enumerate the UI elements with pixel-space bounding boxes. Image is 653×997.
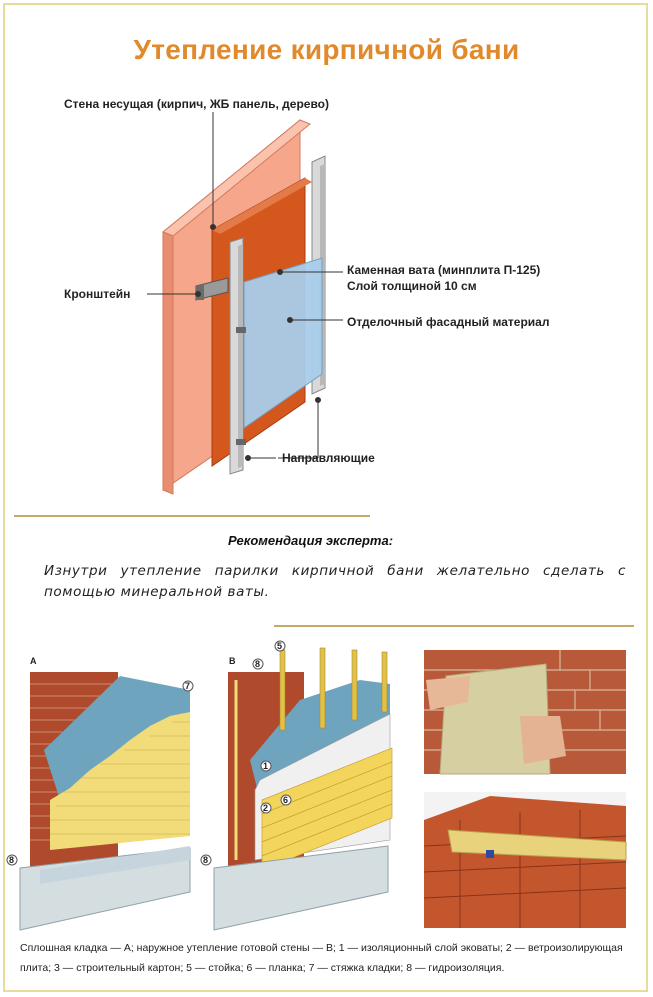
figure-b: B 8 5 1 2 6 8 [200, 640, 393, 931]
page-frame [3, 3, 648, 992]
label-facade: Отделочный фасадный материал [347, 315, 550, 329]
photo-block-wall [423, 792, 627, 928]
figure-b-tag: 8 [255, 659, 260, 669]
page-title: Утепление кирпичной бани [133, 34, 520, 65]
figure-b-tag: 2 [263, 803, 268, 813]
divider [274, 625, 634, 627]
figure-a-tag: 8 [9, 855, 14, 865]
figure-b-tag: 6 [283, 795, 288, 805]
recommendation-heading: Рекомендация эксперта: [228, 533, 394, 548]
figure-b-tag: 5 [277, 641, 282, 651]
label-wall: Стена несущая (кирпич, ЖБ панель, дерево… [64, 97, 329, 111]
photo-installing-wool [424, 650, 626, 775]
facade-panel [243, 257, 323, 429]
figure-b-tag: 8 [203, 855, 208, 865]
figure-b-letter: B [229, 656, 236, 666]
label-guides: Направляющие [282, 451, 375, 465]
divider [14, 515, 370, 517]
clip [236, 327, 246, 333]
label-wool-thickness: Слой толщиной 10 см [347, 279, 477, 293]
label-bracket: Кронштейн [64, 287, 131, 301]
figure-a-letter: A [30, 656, 37, 666]
figure-a-tag: 7 [185, 681, 190, 691]
clip [236, 439, 246, 445]
leader-lines [147, 112, 343, 461]
label-mineral-wool: Каменная вата (минплита П-125) [347, 263, 541, 277]
figure-a: A 8 7 [6, 656, 194, 931]
recommendation-text: Изнутри утепление парилки кирпичной бани… [44, 563, 626, 600]
guide-rail-left [229, 237, 244, 475]
figure-caption: Сплошная кладка — А; наружное утепление … [20, 942, 623, 974]
figure-b-tag: 1 [263, 761, 268, 771]
